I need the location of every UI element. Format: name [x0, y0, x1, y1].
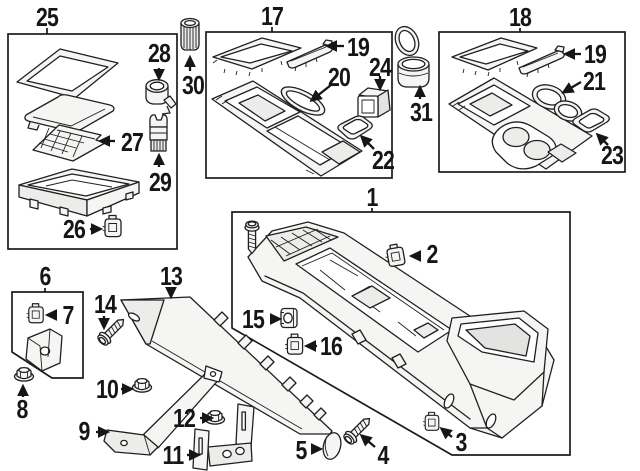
arrow-3: [439, 426, 453, 440]
part-retainer-29-drawing: [149, 114, 168, 152]
part-grommet-15-drawing: [280, 307, 298, 329]
part-plate-18-drawing: [448, 77, 593, 170]
part-console-bin-drawing: [18, 168, 140, 217]
part-bracket-6-drawing: [25, 328, 63, 372]
callout-2: 2: [426, 239, 438, 269]
callout-26: 26: [62, 214, 86, 244]
callout-15: 15: [241, 304, 265, 334]
part-nut-8-drawing: [13, 366, 35, 382]
arrow-21: [561, 81, 582, 94]
part-plate-17-drawing: [211, 80, 363, 177]
callout-16: 16: [319, 331, 343, 361]
callout-11: 11: [162, 440, 185, 470]
arrow-20: [309, 84, 332, 102]
callout-29: 29: [148, 167, 172, 197]
callout-8: 8: [16, 394, 28, 424]
callout-19b: 19: [583, 39, 607, 69]
callout-12: 12: [172, 403, 196, 433]
callout-22: 22: [371, 145, 395, 175]
part-side-panel-13-drawing: [120, 296, 333, 435]
callout-6: 6: [39, 261, 51, 291]
part-frame-18-drawing: [451, 37, 538, 77]
callout-28: 28: [147, 38, 171, 68]
callout-21: 21: [582, 66, 606, 96]
callout-24: 24: [368, 52, 392, 82]
callout-14: 14: [93, 289, 117, 319]
part-ashtray-31-drawing: [394, 25, 430, 88]
part-tray-23-drawing: [572, 108, 610, 133]
part-bracket-11-drawing: [192, 403, 255, 471]
part-cupholder-21-drawing: [531, 84, 583, 122]
callout-20: 20: [327, 62, 351, 92]
part-plug-5-drawing: [322, 432, 342, 460]
part-trim-ring-drawing: [16, 48, 119, 99]
callout-ticks: [44, 27, 521, 292]
arrow-23: [595, 132, 609, 146]
callout-10: 10: [95, 374, 119, 404]
part-bracket-9-drawing: [103, 365, 223, 456]
callout-18: 18: [508, 2, 532, 32]
callout-23: 23: [600, 140, 624, 170]
callout-30: 30: [181, 70, 205, 100]
callout-1: 1: [366, 182, 378, 212]
part-knob-30-drawing: [180, 17, 200, 51]
part-bezel-20-drawing: [280, 86, 326, 116]
part-socket-28-drawing: [145, 79, 177, 115]
arrow-22: [359, 134, 375, 150]
callout-arrows: [17, 40, 609, 461]
callout-9: 9: [78, 416, 90, 446]
callout-13: 13: [159, 261, 183, 291]
callout-19a: 19: [346, 32, 370, 62]
part-pocket-24-drawing: [357, 87, 391, 118]
callout-5: 5: [295, 435, 307, 465]
callout-31: 31: [409, 97, 433, 127]
arrow-4: [359, 433, 376, 448]
callout-27: 27: [120, 127, 144, 157]
part-screw-14-drawing: [94, 313, 130, 349]
part-nut-10-drawing: [131, 377, 153, 393]
part-console-1-drawing: [247, 221, 555, 439]
part-frame-17-drawing: [212, 37, 302, 77]
callout-3: 3: [455, 427, 467, 457]
callout-7: 7: [62, 300, 74, 330]
callout-25: 25: [35, 2, 59, 32]
callout-17: 17: [260, 1, 284, 31]
callout-4: 4: [377, 440, 389, 470]
part-tray-22-drawing: [337, 115, 373, 140]
